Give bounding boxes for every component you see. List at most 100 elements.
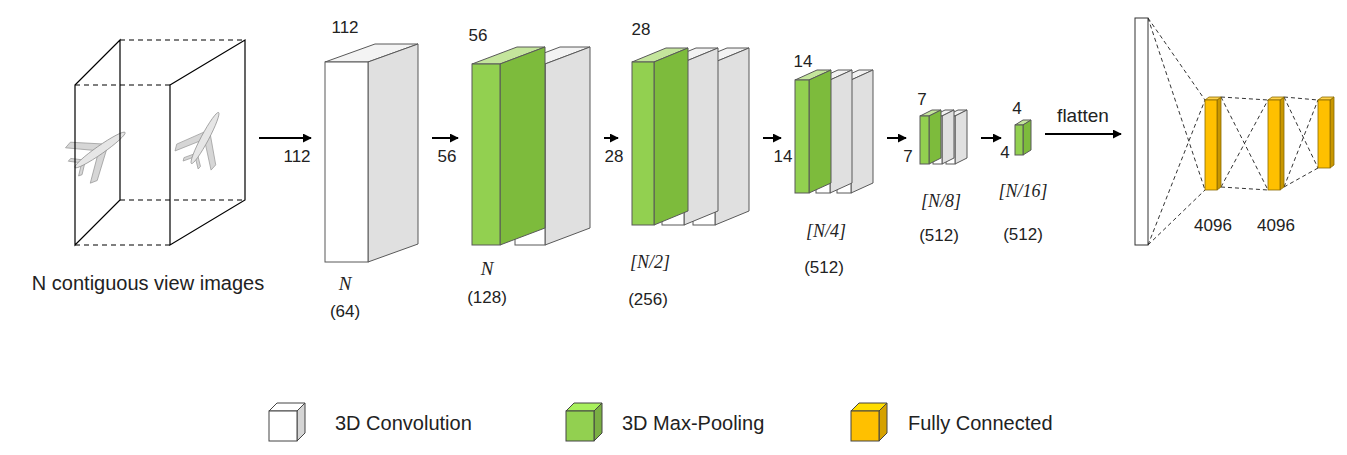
slab-side bbox=[715, 48, 749, 225]
slab-side bbox=[851, 70, 873, 193]
flatten-vector bbox=[1135, 18, 1148, 245]
pool-stage: 44[N/16](512) bbox=[1015, 120, 1031, 155]
slab-side bbox=[955, 110, 967, 164]
dimension-label: 28 bbox=[605, 148, 624, 167]
fc-connection bbox=[1221, 187, 1268, 190]
channel-count: (64) bbox=[330, 303, 360, 322]
slab-front bbox=[920, 116, 929, 164]
fc-connection bbox=[1148, 18, 1205, 100]
dimension-label: 14 bbox=[774, 148, 793, 167]
slab-side bbox=[830, 70, 852, 193]
legend-text: 3D Max-Pooling bbox=[622, 412, 764, 435]
flow-arrow bbox=[763, 137, 781, 139]
flow-arrow bbox=[887, 137, 906, 139]
fc-connection bbox=[1148, 18, 1205, 190]
slab-side bbox=[654, 48, 688, 225]
fc-connection bbox=[1284, 97, 1318, 168]
slab-side bbox=[929, 110, 941, 164]
fc-connection bbox=[1221, 97, 1268, 100]
conv-stage: 112112N(64) bbox=[325, 44, 418, 262]
input-views: N contiguous view images bbox=[75, 40, 245, 245]
slab-side bbox=[1023, 120, 1031, 155]
channel-count: (512) bbox=[1003, 226, 1043, 245]
dimension-label: 28 bbox=[632, 21, 651, 40]
fc-layer bbox=[1318, 100, 1330, 168]
volume-edge bbox=[75, 84, 170, 85]
slab-front bbox=[632, 62, 654, 225]
edge-label: flatten bbox=[1054, 105, 1112, 127]
dimension-label: 112 bbox=[283, 148, 310, 167]
slab-side bbox=[942, 110, 954, 164]
legend-swatch bbox=[850, 402, 890, 442]
fc-top bbox=[1205, 97, 1221, 100]
fc-side bbox=[1280, 97, 1284, 190]
depth-label: [N/8] bbox=[921, 192, 961, 212]
fc-connection bbox=[1221, 100, 1268, 187]
block-shape bbox=[632, 48, 749, 225]
channel-count: (128) bbox=[467, 289, 507, 308]
dimension-label: 4 bbox=[1000, 144, 1009, 163]
fc-connection bbox=[1284, 97, 1318, 100]
legend-swatch bbox=[565, 402, 605, 442]
dimension-label: 4 bbox=[1012, 100, 1021, 119]
slab-side bbox=[684, 48, 718, 225]
depth-label: N bbox=[481, 259, 494, 280]
flow-arrow bbox=[981, 137, 1001, 139]
fc-layer bbox=[1268, 100, 1280, 190]
dimension-label: 7 bbox=[903, 148, 912, 167]
fc-top bbox=[1318, 97, 1334, 100]
depth-label: N bbox=[339, 274, 352, 295]
block-shape bbox=[1135, 18, 1336, 245]
fc-connection bbox=[1221, 97, 1268, 190]
slab-side bbox=[809, 70, 831, 193]
depth-label: [N/4] bbox=[806, 222, 846, 242]
block-shape bbox=[795, 70, 873, 193]
legend-swatch bbox=[268, 402, 308, 442]
view-plane bbox=[75, 40, 120, 245]
volume-edge bbox=[120, 199, 245, 200]
fc-connection bbox=[1284, 168, 1318, 187]
slab-side bbox=[545, 47, 590, 245]
volume-edge bbox=[120, 39, 245, 40]
flow-arrow bbox=[1045, 133, 1121, 135]
dimension-label: 56 bbox=[438, 148, 457, 167]
dimension-label: 14 bbox=[794, 53, 813, 72]
flow-arrow bbox=[432, 137, 458, 139]
dimension-label: 7 bbox=[917, 91, 926, 110]
dimension-label: 56 bbox=[469, 27, 488, 46]
slab-front bbox=[1015, 125, 1023, 155]
legend-text: Fully Connected bbox=[908, 412, 1053, 435]
airplane-view bbox=[171, 102, 238, 175]
fc-side bbox=[1217, 97, 1221, 190]
airplane-view bbox=[60, 113, 138, 187]
view-plane bbox=[170, 40, 245, 245]
layer-size: 4096 bbox=[1194, 217, 1232, 236]
caption: N contiguous view images bbox=[32, 272, 264, 294]
fc-side bbox=[1330, 97, 1334, 168]
fully-connected-stack: 40964096 bbox=[1135, 18, 1336, 245]
slab-front bbox=[472, 64, 500, 245]
dimension-label: 112 bbox=[331, 19, 358, 38]
block-shape bbox=[75, 40, 245, 245]
fc-connection bbox=[1284, 100, 1318, 187]
slab-side bbox=[500, 47, 545, 245]
fc-layer bbox=[1205, 100, 1217, 190]
block-shape bbox=[325, 44, 418, 262]
pool-conv-stage: 1414[N/4](512) bbox=[795, 70, 873, 193]
depth-label: [N/16] bbox=[998, 182, 1047, 202]
slab-side bbox=[368, 44, 418, 262]
fc-top bbox=[1268, 97, 1284, 100]
depth-label: [N/2] bbox=[630, 253, 670, 273]
pool-conv-stage: 2828[N/2](256) bbox=[632, 48, 749, 225]
channel-count: (512) bbox=[919, 227, 959, 246]
flow-arrow bbox=[604, 137, 618, 139]
volume-edge bbox=[75, 244, 170, 245]
pool-conv-stage: 77[N/8](512) bbox=[920, 110, 967, 164]
legend-text: 3D Convolution bbox=[335, 412, 472, 435]
flow-arrow bbox=[259, 137, 311, 139]
pool-conv-stage: 5656N(128) bbox=[472, 47, 590, 245]
block-shape bbox=[472, 47, 590, 245]
slab-front bbox=[325, 62, 368, 262]
block-shape bbox=[1015, 120, 1031, 155]
